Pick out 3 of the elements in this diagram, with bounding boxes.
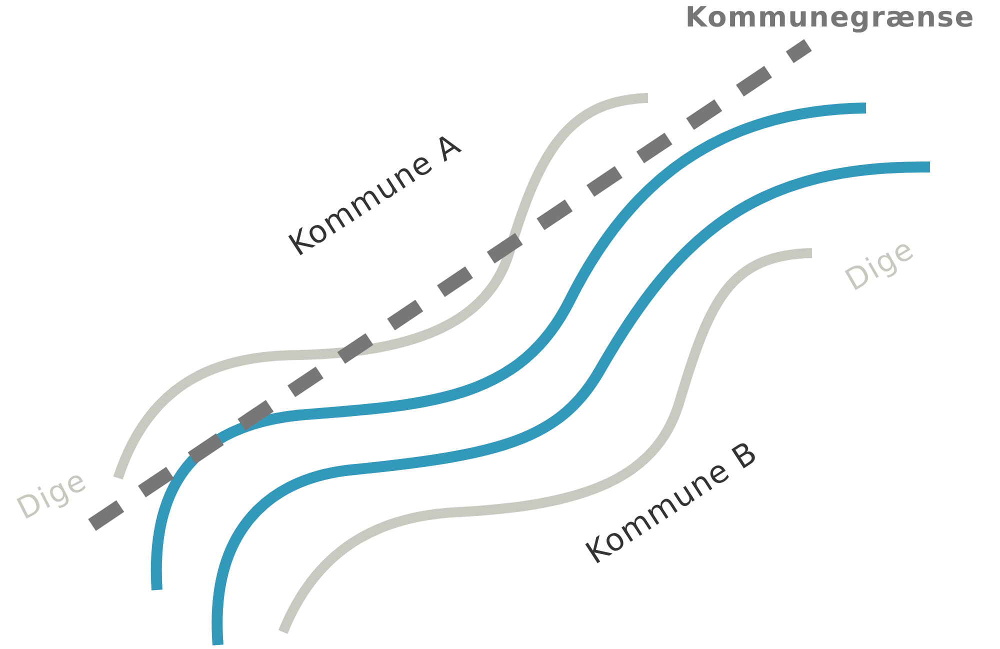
- area-label: Dige: [12, 462, 92, 528]
- area-label: Kommunegrænse: [685, 0, 975, 34]
- area-label: Dige: [840, 232, 920, 298]
